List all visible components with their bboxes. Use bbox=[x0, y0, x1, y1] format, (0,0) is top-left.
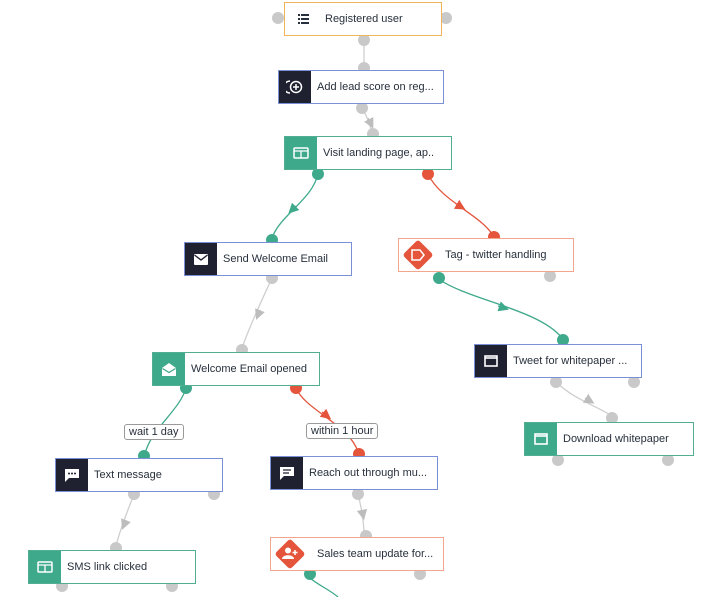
connector-dot[interactable] bbox=[272, 12, 284, 24]
link-visit-no bbox=[427, 173, 493, 235]
node-label: Tag - twitter handling bbox=[445, 249, 547, 261]
connector-dot[interactable] bbox=[440, 12, 452, 24]
window-icon bbox=[525, 423, 557, 455]
connector-dot[interactable] bbox=[606, 412, 618, 424]
node-text-message[interactable]: Text message bbox=[55, 458, 223, 492]
node-visit-landing-page[interactable]: Visit landing page, ap.. bbox=[284, 136, 452, 170]
connector-dot[interactable] bbox=[358, 34, 370, 46]
message-icon bbox=[271, 457, 303, 489]
open-mail-icon bbox=[153, 353, 185, 385]
node-label: Tweet for whitepaper ... bbox=[513, 355, 628, 367]
node-sales-team-update[interactable]: Sales team update for... bbox=[270, 537, 444, 571]
connector-dot[interactable] bbox=[550, 376, 562, 388]
connector-dot-yes[interactable] bbox=[557, 334, 569, 346]
connector-dot[interactable] bbox=[544, 270, 556, 282]
link-opened-no bbox=[295, 387, 359, 453]
node-welcome-email-opened[interactable]: Welcome Email opened bbox=[152, 352, 320, 386]
connector-dot[interactable] bbox=[414, 568, 426, 580]
link-send-to-opened bbox=[241, 277, 273, 349]
connector-dot-yes[interactable] bbox=[312, 168, 324, 180]
node-label: Welcome Email opened bbox=[191, 363, 307, 375]
node-label: Sales team update for... bbox=[317, 548, 434, 560]
list-icon bbox=[285, 3, 321, 35]
link-tag-to-tweet bbox=[439, 279, 563, 339]
node-tweet-whitepaper[interactable]: Tweet for whitepaper ... bbox=[474, 344, 642, 378]
connector-dot-yes[interactable] bbox=[304, 568, 316, 580]
node-label: Reach out through mu... bbox=[309, 467, 428, 479]
node-label: Text message bbox=[94, 469, 162, 481]
node-download-whitepaper[interactable]: Download whitepaper bbox=[524, 422, 694, 456]
link-tweet-to-download bbox=[555, 381, 613, 417]
browser-window-icon bbox=[29, 551, 61, 583]
node-reach-out[interactable]: Reach out through mu... bbox=[270, 456, 438, 490]
user-add-icon bbox=[271, 538, 311, 570]
node-label: SMS link clicked bbox=[67, 561, 148, 573]
node-label: Add lead score on reg... bbox=[317, 81, 434, 93]
connector-dot[interactable] bbox=[356, 102, 368, 114]
connector-dot[interactable] bbox=[662, 454, 674, 466]
connector-dot[interactable] bbox=[628, 376, 640, 388]
node-add-lead-score[interactable]: Add lead score on reg... bbox=[278, 70, 444, 104]
connector-dot-no[interactable] bbox=[422, 168, 434, 180]
window-icon bbox=[475, 345, 507, 377]
mail-icon bbox=[185, 243, 217, 275]
tag-icon bbox=[399, 239, 439, 271]
connector-dot[interactable] bbox=[552, 454, 564, 466]
node-sms-link-clicked[interactable]: SMS link clicked bbox=[28, 550, 196, 584]
connector-dot-yes[interactable] bbox=[433, 272, 445, 284]
browser-window-icon bbox=[285, 137, 317, 169]
node-tag-twitter-handling[interactable]: Tag - twitter handling bbox=[398, 238, 574, 272]
condition-wait[interactable]: wait 1 day bbox=[124, 424, 184, 440]
connector-dot[interactable] bbox=[352, 488, 364, 500]
link-opened-yes bbox=[144, 387, 187, 455]
node-send-welcome-email[interactable]: Send Welcome Email bbox=[184, 242, 352, 276]
node-label: Visit landing page, ap.. bbox=[323, 147, 435, 159]
node-label: Download whitepaper bbox=[563, 433, 669, 445]
condition-within[interactable]: within 1 hour bbox=[306, 423, 379, 439]
node-label: Registered user bbox=[325, 13, 403, 25]
link-visit-yes bbox=[271, 173, 319, 239]
link-text-to-sms bbox=[115, 493, 135, 547]
chat-icon bbox=[56, 459, 88, 491]
add-score-icon bbox=[279, 71, 311, 103]
node-label: Send Welcome Email bbox=[223, 253, 328, 265]
node-registered-user[interactable]: Registered user bbox=[284, 2, 442, 36]
